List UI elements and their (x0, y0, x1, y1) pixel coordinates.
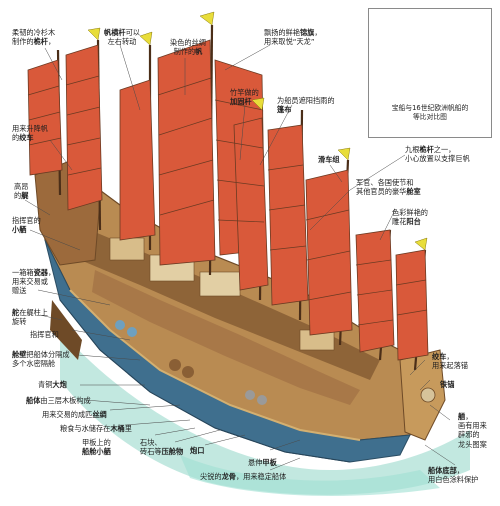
label-food-store: 粮食与水储存在木桶里 (60, 424, 132, 433)
label-flag: 飘扬的鲜艳锦旗，用来取悦“天龙” (264, 28, 322, 47)
label-silk-trade: 用来交易的成匹丝绸 (42, 410, 107, 419)
label-hoist-winch: 用来升降帆的绞车 (12, 124, 48, 143)
comparison-inset-frame (368, 8, 492, 138)
label-deck-cabin: 甲板上的船舱小舾 (82, 438, 111, 457)
sails (27, 39, 429, 361)
label-canopy: 为船员遮阳挡雨的篷布 (277, 96, 335, 115)
inset-caption-line2: 等比对比图 (413, 112, 447, 121)
label-commander-cabin: 指挥官的小舾 (12, 216, 41, 235)
label-bamboo-boom: 竹竿做的加固杆 (230, 88, 259, 107)
label-hull-planks: 船体由三层木板构成 (26, 396, 91, 405)
callout-leaders (24, 44, 456, 471)
label-anchor-winch: 绞车，用来起落锚 (432, 352, 468, 371)
sail-battens (27, 75, 428, 326)
label-bow: 艏，画有用来辟邪的龙头图案 (458, 412, 487, 449)
label-high-stern: 高昂的艉 (14, 182, 29, 201)
pennants (87, 11, 428, 251)
label-keel: 尖锐的龙骨，用来稳定船体 (200, 472, 287, 481)
inset-caption: 宝船与16世纪欧洲帆船的 等比对比图 (376, 104, 484, 122)
label-ballast: 石块、砖石等压舱物 (140, 438, 184, 457)
label-balcony: 色彩鲜艳的雕花阳台 (392, 208, 428, 227)
label-boom: 帆横杆可以左右转动 (104, 28, 140, 47)
label-pulley: 滑车组 (318, 155, 340, 164)
label-steering: 指挥官和 (30, 330, 59, 339)
water-wash (60, 330, 470, 495)
label-hull-bottom: 船体底部，用白色涂料保护 (428, 466, 479, 485)
label-bulkheads: 舱壁把船体分隔成多个水密隔舱 (12, 350, 70, 369)
label-main-deck: 悬伸甲板 (248, 458, 277, 467)
label-officers-cabin: 军官、各国使节和其他官员的豪华舱室 (356, 178, 421, 197)
inset-caption-line1: 宝船与16世纪欧洲帆船的 (391, 104, 469, 112)
label-anchor: 铁锚 (440, 380, 455, 389)
label-nine-masts: 九根桅杆之一，小心放置以支撑巨帆 (405, 145, 470, 164)
label-porcelain: 一箱箱瓷器，用来交易或赠送 (12, 268, 56, 296)
label-fir-mast: 柔韧的冷杉木制作的桅杆， (12, 28, 56, 47)
label-gun-port: 炮口 (190, 446, 205, 455)
label-silk-sail: 染色的丝绸制作的帆 (170, 38, 206, 57)
water-wash-lower (180, 455, 440, 497)
label-rudder: 舵在艉柱上旋转 (12, 308, 48, 327)
label-cannon: 青铜大炮 (38, 380, 67, 389)
